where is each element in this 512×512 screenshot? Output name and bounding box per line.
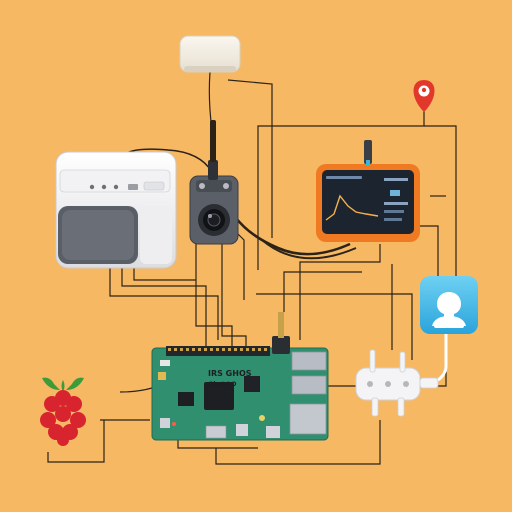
hdmi-port [205, 425, 227, 439]
wire-bottom-bus [215, 420, 381, 465]
wire-camera-drop-1 [195, 244, 233, 348]
wire-tablet-camera-2 [261, 239, 357, 260]
screen-chart-line [325, 194, 379, 221]
wire-printer-drop-3 [133, 268, 196, 281]
board-cpu [204, 382, 234, 410]
raspberry-pi-board: IRS GHOS Gkst.LO [151, 312, 329, 441]
printer-button-1 [89, 184, 95, 190]
wire-printer-drop-2 [121, 268, 207, 352]
user-icon [432, 292, 466, 328]
wire-camera-drop-3 [235, 231, 245, 300]
board-label-2: Gkst.LO [208, 380, 237, 388]
wire-pin-bus [257, 110, 425, 270]
wire-tablet-camera [234, 217, 351, 256]
usb-port-1 [291, 351, 327, 371]
wire-tablet-right [420, 225, 439, 276]
raspberry-logo [40, 377, 86, 446]
wire-pin-right [424, 125, 457, 292]
wire-tablet-board [299, 244, 381, 340]
usb-port-2 [291, 375, 327, 395]
wires [47, 71, 457, 465]
wire-camera-drop-2 [221, 244, 247, 350]
wire-printer-drop-1 [109, 268, 219, 340]
wire-logo-board [47, 420, 105, 463]
wire-tablet-board-2 [283, 271, 362, 312]
wire-mid-h [256, 293, 413, 360]
wire-hub-right [227, 79, 273, 238]
location-pin-icon [413, 80, 435, 112]
power-port [236, 424, 248, 436]
camera [189, 120, 239, 245]
printer-button-2 [101, 184, 107, 190]
camera-connector [272, 336, 290, 354]
wire-logo-board-2 [119, 387, 153, 393]
board-label-1: IRS GHOS [208, 369, 252, 378]
smart-hub [179, 35, 241, 73]
cloud-user-tile [420, 276, 478, 382]
ethernet-port [289, 403, 327, 435]
router [355, 349, 439, 417]
printer [55, 151, 177, 269]
wire-bottom-bus-2 [177, 438, 258, 449]
printer-button-3 [113, 184, 119, 190]
monitor-tablet [316, 140, 420, 242]
